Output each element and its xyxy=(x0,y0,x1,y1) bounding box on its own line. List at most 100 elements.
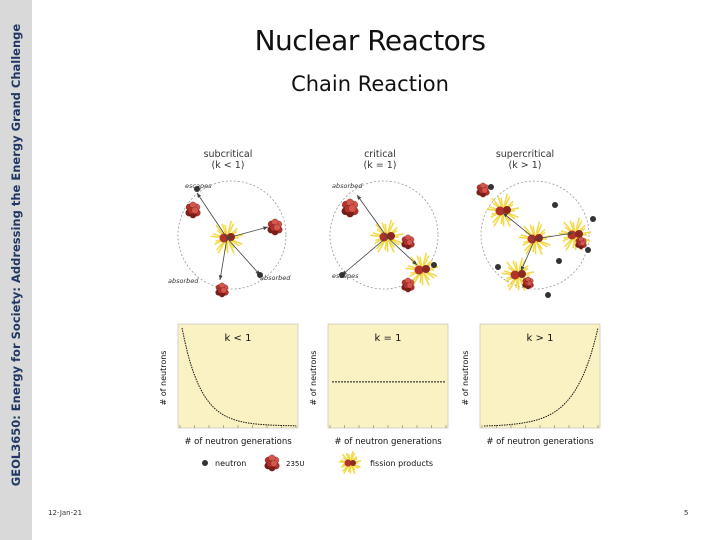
uranium-nucleus-icon xyxy=(401,234,415,250)
arrow-head xyxy=(412,260,417,265)
arrow-line xyxy=(386,236,418,266)
nucleon xyxy=(270,459,278,467)
fission-event xyxy=(518,221,552,255)
legend-fission-label: fission products xyxy=(370,459,433,468)
neutron-icon xyxy=(545,292,551,298)
neutron-icon xyxy=(257,272,263,278)
neutron-icon xyxy=(495,264,501,270)
chain-reaction-figure: subcritical(k < 1) escapes absorbed absorbe… xyxy=(159,135,615,475)
neutron-icon xyxy=(488,184,494,190)
nucleon xyxy=(191,206,199,214)
legend-fission-icon xyxy=(338,450,362,475)
arrow-head xyxy=(263,226,268,231)
graph-xlabel: # of neutron generations xyxy=(334,437,442,447)
neutron-curve xyxy=(483,327,599,427)
graph-xlabel: # of neutron generations xyxy=(486,437,594,447)
arrow-line xyxy=(219,237,228,281)
graph-ylabel: # of neutrons xyxy=(160,351,168,406)
nucleon xyxy=(406,239,413,246)
graph-1: k < 1# of neutrons# of neutron generatio… xyxy=(159,323,299,447)
graph-2: k = 1 # of neutrons # of neutron generatio… xyxy=(309,323,449,447)
uranium-nucleus-icon xyxy=(215,282,229,298)
uranium-nucleus-icon xyxy=(267,218,283,236)
diagram-title: subcritical xyxy=(204,149,253,160)
graph-panel xyxy=(479,323,601,429)
fission-event xyxy=(486,193,520,227)
fission-ray xyxy=(226,237,235,254)
diagram-condition: (k > 1) xyxy=(509,160,542,171)
nucleon xyxy=(348,204,357,213)
arrow-head xyxy=(503,213,508,218)
fission-product-icon xyxy=(350,460,356,466)
neutron-icon xyxy=(339,272,345,278)
nucleon xyxy=(406,282,413,289)
uranium-nucleus-icon xyxy=(575,236,587,250)
neutron-icon xyxy=(585,247,591,253)
arrow-line xyxy=(341,236,388,276)
diagram-label: absorbed xyxy=(332,182,363,190)
graph-panel xyxy=(177,323,299,429)
slide-subtitle: Chain Reaction xyxy=(291,72,449,96)
slide-title: Nuclear Reactors xyxy=(254,24,486,57)
figure-svg: subcritical(k < 1) escapes absorbed absorbe… xyxy=(159,149,601,475)
diagram-boundary xyxy=(329,180,439,290)
diagram-title: critical xyxy=(364,149,396,160)
uranium-nucleus-icon xyxy=(401,277,415,293)
neutron-icon xyxy=(556,258,562,264)
course-title: GEOL3650: Energy for Society: Addressing… xyxy=(9,23,23,487)
fission-product-icon xyxy=(518,270,526,278)
arrow-head xyxy=(357,195,362,200)
fission-ray xyxy=(517,274,526,291)
diagram-subcritical: subcritical(k < 1) escapes absorbed absorbe… xyxy=(168,149,291,298)
fission-product-icon xyxy=(422,265,430,273)
neutron-curve xyxy=(181,327,297,427)
neutron-icon xyxy=(431,262,437,268)
nucleon xyxy=(481,187,488,194)
arrow-line xyxy=(226,237,261,276)
arrow-head xyxy=(197,193,202,198)
arrow-head xyxy=(521,266,525,271)
uranium-nucleus-icon xyxy=(341,198,359,218)
fission-ray xyxy=(386,236,395,253)
diagram-title: supercritical xyxy=(496,149,554,160)
graph-ylabel: # of neutrons xyxy=(461,351,470,406)
fission-product-icon xyxy=(495,206,505,216)
arrow-head xyxy=(218,275,223,280)
diagram-label: absorbed xyxy=(168,277,199,285)
fission-product-icon xyxy=(344,459,352,467)
fission-product-icon xyxy=(414,265,424,275)
neutron-icon xyxy=(552,202,558,208)
nucleon xyxy=(220,287,227,294)
diagram-boundary xyxy=(480,180,590,290)
arrow-head xyxy=(568,231,573,236)
fission-ray xyxy=(421,269,430,286)
nucleon xyxy=(273,223,281,231)
neutron-icon xyxy=(194,186,200,192)
page-number: 5 xyxy=(684,509,689,517)
neutron-icon xyxy=(202,460,208,466)
diagram-label: absorbed xyxy=(260,274,291,282)
uranium-nucleus-icon xyxy=(185,201,201,219)
legend-uranium-icon xyxy=(264,454,280,472)
graph-xlabel: # of neutron generations xyxy=(184,437,292,447)
graph-k-label: k > 1 xyxy=(527,333,554,344)
graph-ylabel: # of neutrons xyxy=(309,351,318,406)
fission-event xyxy=(370,219,404,253)
graph-k-label: k = 1 xyxy=(375,333,402,344)
arrow-line xyxy=(502,212,536,240)
diagram-boundary xyxy=(177,180,287,290)
diagram-condition: (k = 1) xyxy=(364,160,397,171)
diagram-label: escapes xyxy=(185,182,212,190)
fission-product-icon xyxy=(387,232,395,240)
neutron-icon xyxy=(590,216,596,222)
arrow-line xyxy=(196,192,228,239)
uranium-nucleus-icon xyxy=(476,182,490,198)
sidebar: GEOL3650: Energy for Society: Addressing… xyxy=(0,0,32,540)
legend-uranium-label: 235U xyxy=(286,460,304,468)
diagram-condition: (k < 1) xyxy=(212,160,245,171)
fission-product-icon xyxy=(503,206,511,214)
arrow-line xyxy=(520,238,536,272)
arrow-line xyxy=(226,226,269,239)
